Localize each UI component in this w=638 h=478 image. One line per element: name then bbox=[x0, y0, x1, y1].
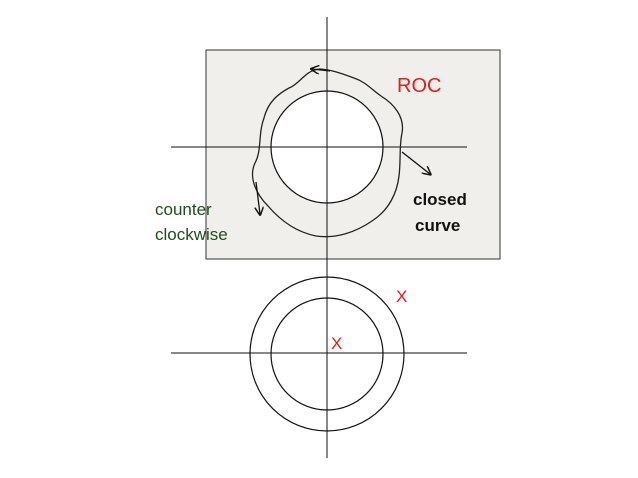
closed-curve-label-line1: closed bbox=[413, 190, 467, 209]
closed-curve-pointer bbox=[401, 151, 430, 174]
outer-circle-bottom bbox=[249, 276, 405, 432]
pole-marker-outer: X bbox=[396, 287, 407, 306]
roc-label: ROC bbox=[397, 75, 441, 97]
contour-arrow-left bbox=[256, 181, 260, 214]
closed-curve-label-line2: curve bbox=[415, 216, 460, 235]
contour-arrow-top bbox=[312, 69, 331, 71]
inner-circle-bottom bbox=[270, 297, 384, 411]
closed-contour bbox=[251, 68, 404, 238]
direction-label-line2: clockwise bbox=[155, 225, 228, 244]
pole-marker-inner: X bbox=[331, 334, 342, 353]
direction-label-line1: counter bbox=[155, 200, 212, 219]
